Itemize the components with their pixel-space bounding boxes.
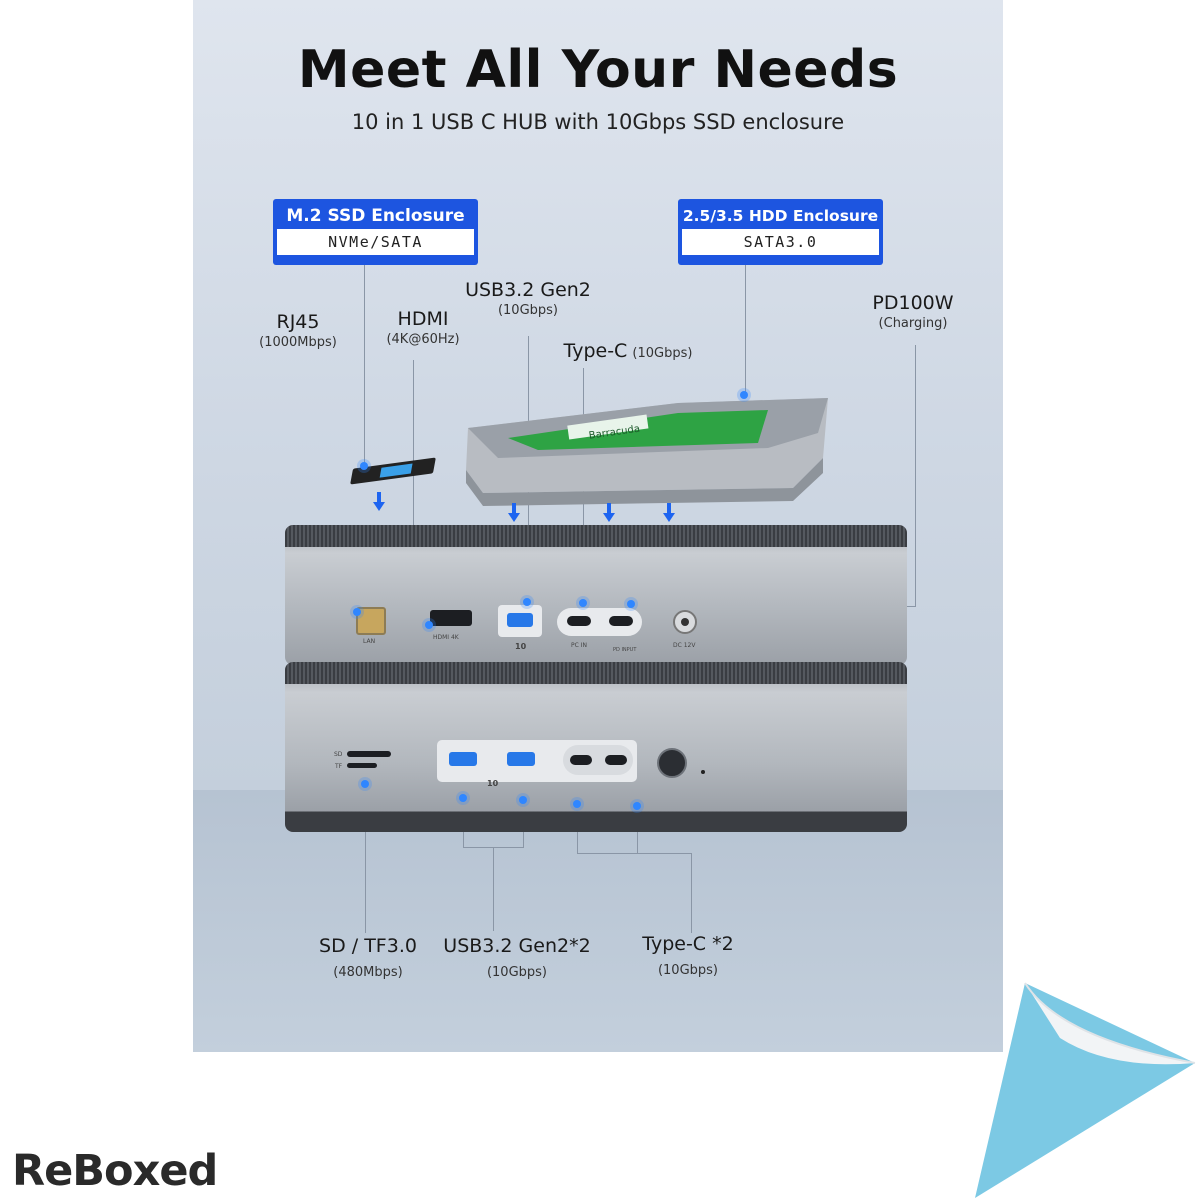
dc-mark: DC 12V <box>673 642 696 649</box>
marker-dot <box>459 794 467 802</box>
label-typec-bottom: Type-C *2 (10Gbps) <box>623 933 753 978</box>
marker-dot <box>627 600 635 608</box>
label-hdmi-main: HDMI <box>397 308 449 330</box>
leader-line <box>745 265 746 395</box>
leader-line <box>365 785 366 933</box>
label-pd: PD100W (Charging) <box>853 292 973 331</box>
label-hdmi: HDMI (4K@60Hz) <box>368 308 478 347</box>
typec-bezel <box>563 745 633 775</box>
label-typec-top-sub: (10Gbps) <box>632 346 693 361</box>
leader-line <box>691 853 692 933</box>
hdd-badge-sub: SATA3.0 <box>682 229 879 255</box>
leader-line <box>413 360 414 625</box>
label-sd-main: SD / TF3.0 <box>319 935 417 957</box>
marker-dot <box>573 800 581 808</box>
usb-a-port-icon[interactable] <box>507 752 535 766</box>
tf-mark: TF <box>335 763 343 770</box>
m2-badge-sub: NVMe/SATA <box>277 229 474 255</box>
tf-slot-icon[interactable] <box>347 763 377 768</box>
label-usb-top-sub: (10Gbps) <box>497 303 559 318</box>
leader-line <box>915 345 916 607</box>
marker-dot <box>361 780 369 788</box>
usb-c-port-icon[interactable] <box>609 616 633 626</box>
label-usb-bottom-sub: (10Gbps) <box>486 965 548 980</box>
top-vent <box>285 525 907 547</box>
leader-line <box>364 265 365 465</box>
label-usb-bottom-main: USB3.2 Gen2*2 <box>443 935 591 957</box>
lan-mark: LAN <box>363 638 376 645</box>
upper-enclosure: LAN HDMI 4K 10 PC IN PD INPUT DC 12V <box>285 525 907 665</box>
marker-dot <box>740 391 748 399</box>
hdmi-mark: HDMI 4K <box>433 634 459 641</box>
hdd-drive: Barracuda <box>466 398 828 506</box>
front-bezel <box>437 740 637 782</box>
m2-badge-title: M.2 SSD Enclosure <box>286 206 465 226</box>
arrow-down-icon <box>373 492 385 511</box>
page-subtitle: 10 in 1 USB C HUB with 10Gbps SSD enclos… <box>351 110 845 134</box>
usb-c-port-icon[interactable] <box>605 755 627 765</box>
sd-mark: SD <box>334 751 343 758</box>
pdinput-mark: PD INPUT <box>613 647 637 653</box>
lower-enclosure: SD TF 10 <box>285 662 907 832</box>
arrow-down-icon <box>603 503 615 522</box>
label-pd-main: PD100W <box>872 292 954 314</box>
label-pd-sub: (Charging) <box>878 316 948 331</box>
status-led <box>701 770 705 774</box>
marker-dot <box>353 608 361 616</box>
label-typec-bottom-main: Type-C *2 <box>642 933 734 955</box>
hdd-badge: 2.5/3.5 HDD Enclosure SATA3.0 <box>678 199 883 265</box>
pcin-mark: PC IN <box>571 642 587 649</box>
label-usb-bottom: USB3.2 Gen2*2 (10Gbps) <box>433 935 601 980</box>
ethernet-port-icon[interactable] <box>356 607 386 635</box>
power-button-icon[interactable] <box>657 748 687 778</box>
ten-mark-top: 10 <box>515 642 527 651</box>
label-sd-sub: (480Mbps) <box>333 965 403 980</box>
usb-a-port-icon[interactable] <box>449 752 477 766</box>
marker-dot <box>523 598 531 606</box>
marker-dot <box>633 802 641 810</box>
label-usb-top-main: USB3.2 Gen2 <box>465 279 591 301</box>
usb-c-port-icon[interactable] <box>570 755 592 765</box>
label-typec-top-main: Type-C <box>563 340 628 362</box>
page-title: Meet All Your Needs <box>297 40 899 100</box>
usb-bezel <box>498 605 542 637</box>
usb-a-port-icon[interactable] <box>507 613 533 627</box>
brand-logo: ReBoxed <box>12 1146 218 1196</box>
leader-line <box>493 847 494 931</box>
arrow-down-icon <box>508 503 520 522</box>
hdmi-port-icon[interactable] <box>430 610 472 626</box>
label-rj45-sub: (1000Mbps) <box>259 335 337 350</box>
label-usb-top: USB3.2 Gen2 (10Gbps) <box>448 279 608 318</box>
shelf-surface <box>193 790 1003 1052</box>
label-sd: SD / TF3.0 (480Mbps) <box>303 935 433 980</box>
hdd-badge-title: 2.5/3.5 HDD Enclosure <box>682 207 879 225</box>
product-panel: Meet All Your Needs 10 in 1 USB C HUB wi… <box>193 0 1003 1052</box>
label-rj45: RJ45 (1000Mbps) <box>243 311 353 350</box>
marker-dot <box>579 599 587 607</box>
label-typec-bottom-sub: (10Gbps) <box>657 963 719 978</box>
dc-pin <box>681 618 689 626</box>
label-typec-top: Type-C (10Gbps) <box>548 340 708 362</box>
marker-dot <box>519 796 527 804</box>
ten-mark-bottom: 10 <box>487 779 499 788</box>
dc-port-icon[interactable] <box>673 610 697 634</box>
marker-dot <box>425 621 433 629</box>
label-rj45-main: RJ45 <box>276 311 320 333</box>
top-vent <box>285 662 907 684</box>
page-curl-corner <box>975 982 1196 1198</box>
leader-line <box>577 853 692 854</box>
marker-dot <box>360 462 368 470</box>
m2-label <box>379 463 413 478</box>
m2-ssd-badge: M.2 SSD Enclosure NVMe/SATA <box>273 199 478 265</box>
sd-slot-icon[interactable] <box>347 751 391 757</box>
arrow-down-icon <box>663 503 675 522</box>
typec-bezel <box>557 608 642 636</box>
label-hdmi-sub: (4K@60Hz) <box>386 332 460 347</box>
usb-c-port-icon[interactable] <box>567 616 591 626</box>
